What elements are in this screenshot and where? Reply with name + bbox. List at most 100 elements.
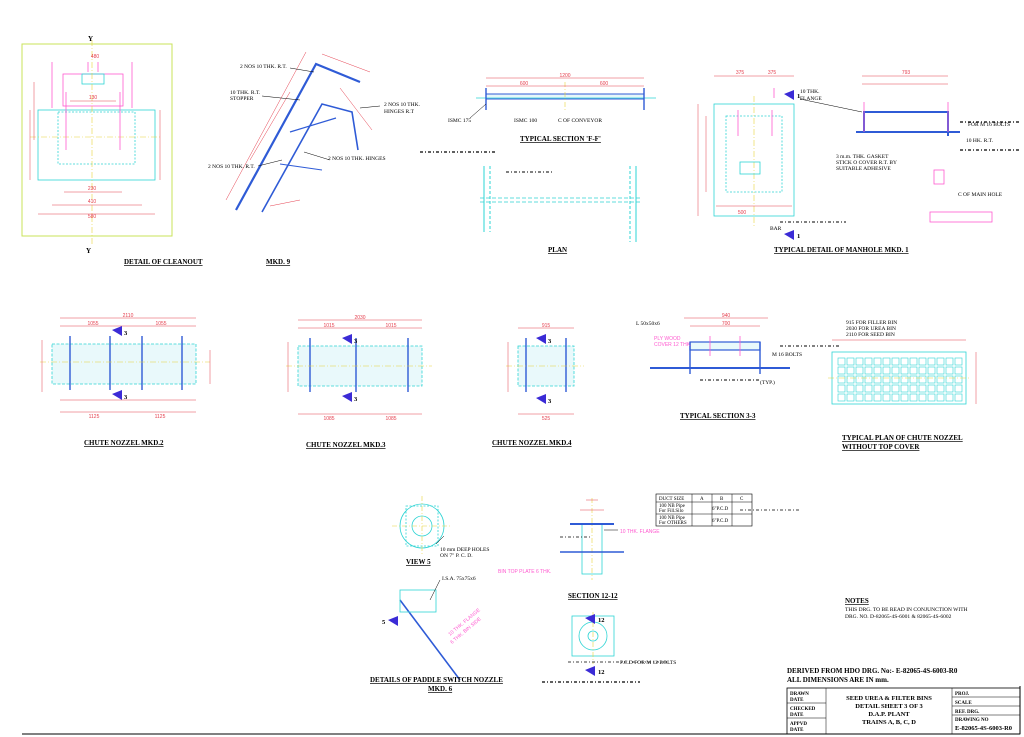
grid-cell: [936, 375, 945, 384]
grid-cell: [855, 384, 864, 393]
grid-cell: [855, 366, 864, 375]
section-mark-y-top: Y: [88, 35, 93, 43]
grid-cell: [846, 375, 855, 384]
grid-cell: [954, 357, 963, 366]
grid-cell: [882, 357, 891, 366]
tb-appvd-date: DATE: [790, 728, 804, 733]
cleanout-dimensions: [29, 82, 161, 215]
tb-line-1: SEED UREA & FILTER BINS: [846, 695, 932, 702]
label-isa: I.S.A. 75x75x6: [442, 576, 476, 582]
label-conveyor: C OF CONVEYOR: [558, 118, 602, 124]
dim-793: 793: [902, 70, 911, 76]
grid-cell: [846, 357, 855, 366]
grid-cell: [891, 375, 900, 384]
grid-cell: [900, 375, 909, 384]
chute2-body: [51, 343, 197, 385]
grid-cell: [900, 366, 909, 375]
grid-cell: [927, 357, 936, 366]
grid-cell: [945, 357, 954, 366]
grid-cell: [927, 384, 936, 393]
dim-915: 915: [542, 323, 551, 329]
mkd9-plate-inner: [261, 103, 359, 213]
chute3-dimensions: [287, 319, 422, 415]
title-block-frame: [786, 687, 1021, 735]
title-chute3: CHUTE NOZZEL MKD.3: [306, 441, 386, 449]
mkd9-hinge: [289, 117, 337, 133]
chute4-dimensions: [507, 327, 574, 415]
grid-cell: [945, 375, 954, 384]
section33-cover: [689, 341, 761, 351]
dim-1085-right: 1085: [385, 416, 396, 422]
chute3-stiffeners: [309, 338, 409, 392]
title-plan-chute-1: TYPICAL PLAN OF CHUTE NOZZEL: [842, 434, 963, 442]
leader-flange: [799, 98, 863, 113]
grid-cell: [891, 393, 900, 402]
grid-cell: [927, 393, 936, 402]
leader-isa: [429, 579, 441, 601]
label-gasket-1: 3 m.m. THK. GASKET: [836, 154, 889, 160]
label-typ: (TYP.): [760, 379, 775, 386]
leader-deep-holes: [435, 535, 445, 545]
dim-375-left: 375: [736, 70, 745, 76]
dim-500: 500: [738, 210, 747, 216]
title-view5: VIEW 5: [406, 558, 431, 566]
dim-1125-left: 1125: [89, 414, 100, 420]
notes-heading: NOTES: [845, 597, 869, 605]
mkd9-note-f: 2 NOS 10 THK. R.T.: [208, 164, 255, 170]
manhole-dimensions: [697, 75, 948, 216]
mkd9-note-e: HINGES R.T: [384, 109, 415, 115]
grid-cell: [918, 366, 927, 375]
tb-scale: SCALE: [955, 701, 972, 706]
label-bar: BAR: [770, 226, 782, 232]
title-section1212: SECTION 12-12: [568, 592, 618, 600]
dim-375-right: 375: [768, 70, 777, 76]
tb-line-3: D.A.P. PLANT: [868, 711, 910, 718]
section-mark-1-top: 1: [797, 93, 800, 100]
grid-cell: [864, 366, 873, 375]
duct-row1-size-2: For Fill.Silo: [659, 509, 684, 514]
grid-cell: [909, 384, 918, 393]
grid-cell: [927, 366, 936, 375]
chute4-detail: 915 525 3 3 CHUTE NOZZEL MKD.4: [492, 323, 584, 447]
grid-cell: [864, 384, 873, 393]
tb-checked: CHECKED: [790, 707, 816, 712]
paddle-detail: I.S.A. 75x75x6 10 THK. FLANGE 6 THK. BIN…: [370, 576, 503, 693]
grid-cell: [873, 384, 882, 393]
grid-cell: [900, 393, 909, 402]
grid-cell: [846, 384, 855, 393]
grid-cell: [891, 384, 900, 393]
cleanout-plate: [37, 109, 156, 181]
paddle-angle: [399, 589, 437, 613]
dim-700: 700: [722, 321, 731, 327]
duct-size-table: DUCT SIZE A B C 100 NB Pipe For Fill.Sil…: [655, 493, 800, 527]
dim-2110: 2110: [123, 313, 134, 319]
flange-plan-12: P.C.D FOR M 12 BOLTS 12 12: [542, 612, 676, 683]
label-flange-10: 10 THK.: [800, 89, 820, 95]
grid-cell: [900, 384, 909, 393]
plan-detail: PLAN: [480, 166, 640, 254]
mkd9-note-d: 2 NOS 10 THK.: [384, 102, 421, 108]
grid-cell: [855, 375, 864, 384]
dim-600-right: 600: [600, 81, 609, 87]
grid-cell: [918, 375, 927, 384]
flange-plan-arrow-top: [585, 614, 595, 624]
dim-525: 525: [542, 416, 551, 422]
grid-cell: [882, 366, 891, 375]
section-ff-dimensions: [486, 77, 644, 87]
section-mark-1-bottom: 1: [797, 233, 800, 240]
dim-130: 130: [89, 95, 98, 101]
duct-header-a: A: [700, 497, 704, 502]
section33-dimensions: [684, 317, 768, 327]
dim-1200: 1200: [559, 73, 570, 79]
title-block: DERIVED FROM HDO DRG. No:- E-82065-4S-60…: [786, 667, 1021, 735]
mkd9-leaders: [257, 67, 381, 167]
chute2-stiffeners: [69, 336, 183, 390]
flange-plan-mark-12-top: 12: [598, 617, 605, 624]
plan-chute-detail: 915 FOR FILLER BIN 2030 FOR UREA BIN 211…: [828, 320, 977, 451]
grid-cell: [909, 393, 918, 402]
chute3-mark-3-bottom: 3: [354, 396, 358, 403]
mkd9-dimensions: [225, 51, 373, 207]
dim-410: 410: [88, 199, 97, 205]
mkd9-note-g: 2 NOS 10 THK. HINGES: [328, 156, 386, 162]
paddle-mark-5: 5: [382, 619, 386, 626]
